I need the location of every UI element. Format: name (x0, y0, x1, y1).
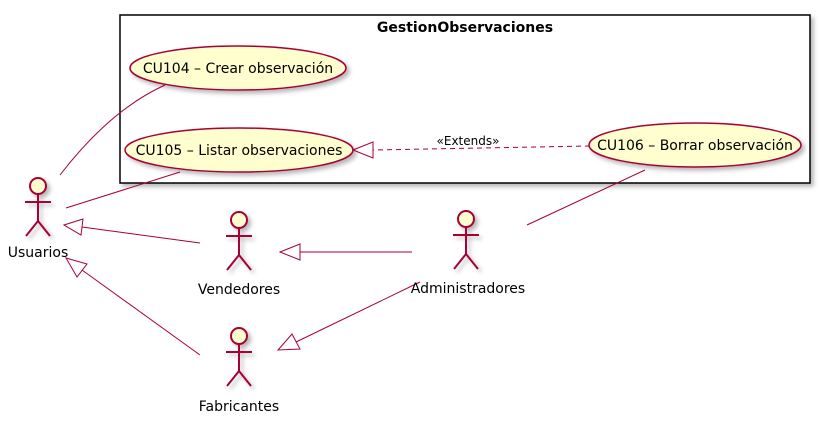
stick-figure-icon (226, 211, 252, 271)
stick-figure-icon (25, 177, 51, 237)
actor-vendedores-label: Vendedores (198, 282, 280, 298)
generalization-vendedores-usuarios-head (62, 218, 84, 236)
extends-arrowhead (351, 141, 374, 159)
use-case-cu106: CU106 – Borrar observación (588, 122, 802, 168)
use-case-cu106-label: CU106 – Borrar observación (597, 138, 793, 154)
generalization-fabricantes-usuarios-head (64, 257, 88, 278)
association-usuarios-cu104 (59, 84, 166, 176)
relations (59, 84, 646, 356)
use-case-cu105-label: CU105 – Listar observaciones (136, 143, 343, 159)
actor-administradores: Administradores (411, 210, 525, 297)
association-usuarios-cu105 (65, 171, 181, 209)
use-case-cu105: CU105 – Listar observaciones (124, 127, 354, 173)
stick-figure-icon (226, 327, 252, 387)
generalization-vendedores-usuarios-line (81, 226, 201, 244)
actor-usuarios-label: Usuarios (8, 245, 69, 261)
actor-fabricantes: Fabricantes (199, 327, 279, 415)
actor-vendedores: Vendedores (198, 211, 280, 298)
generalization-fabricantes-usuarios-line (81, 269, 201, 356)
use-case-cu104: CU104 – Crear observación (129, 45, 347, 91)
generalization-administradores-vendedores-head (278, 243, 301, 261)
actor-usuarios: Usuarios (8, 177, 69, 261)
actor-administradores-label: Administradores (411, 281, 525, 297)
use-case-cu104-label: CU104 – Crear observación (143, 61, 333, 77)
extends-arrow-line (372, 145, 591, 151)
actor-fabricantes-label: Fabricantes (199, 399, 279, 415)
generalization-administradores-fabricantes-head (276, 333, 301, 351)
extends-label: «Extends» (437, 134, 500, 148)
association-cu106-administradores (526, 169, 646, 226)
boundary-title: GestionObservaciones (377, 20, 553, 36)
generalization-administradores-fabricantes-line (295, 281, 421, 343)
stick-figure-icon (453, 210, 479, 270)
